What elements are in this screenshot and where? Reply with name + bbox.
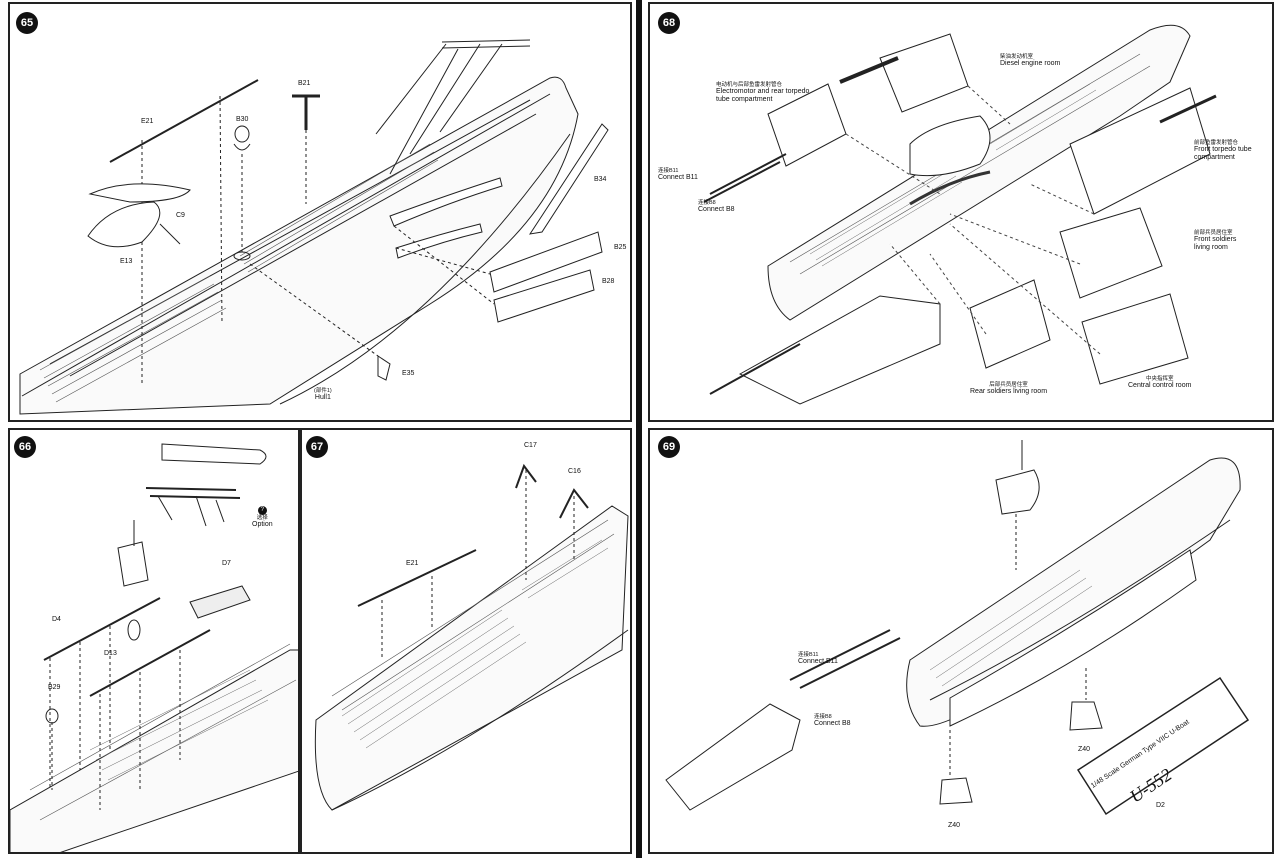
option-cn: 选择 bbox=[256, 515, 268, 521]
part-label-B25: B25 bbox=[614, 244, 627, 251]
part-label-D4: D4 bbox=[52, 616, 61, 623]
label-front-soldiers-cn: 前部兵员居住室 bbox=[1194, 230, 1233, 236]
step-65-drawing bbox=[19, 39, 609, 415]
hull-label-en: Hull1 bbox=[314, 394, 331, 402]
step-68-badge: 68 bbox=[658, 12, 680, 34]
label-central-control-cn: 中央指挥室 bbox=[1145, 376, 1174, 382]
label-central-control-en: Central control room bbox=[1128, 382, 1192, 390]
part-label-E21: E21 bbox=[141, 118, 154, 125]
step-68-drawing bbox=[703, 24, 1217, 405]
label-connect-b8-s69: 连接B8 Connect B8 bbox=[814, 714, 851, 728]
label-rear-soldiers-en: Rear soldiers living room bbox=[970, 388, 1048, 396]
part-label-Z40-lower: Z40 bbox=[948, 822, 961, 829]
label-connect-b11-s69: 连接B11 Connect B11 bbox=[798, 652, 838, 666]
label-front-torpedo-en1: Front torpedo tube bbox=[1194, 146, 1252, 154]
step-69-badge: 69 bbox=[658, 436, 680, 458]
step-65-badge: 65 bbox=[16, 12, 38, 34]
part-label-B21: B21 bbox=[298, 80, 311, 87]
label-connect-b8: 连接B8 Connect B8 bbox=[698, 200, 735, 214]
label-front-torpedo-en2: compartment bbox=[1194, 154, 1235, 162]
step-67-panel: 67 E21 C17 bbox=[300, 428, 632, 854]
label-rear-soldiers: 后部兵员居住室 Rear soldiers living room bbox=[970, 382, 1047, 396]
option-mark: ? bbox=[257, 506, 267, 515]
step-68-panel: 68 bbox=[648, 2, 1274, 422]
part-label-C17: C17 bbox=[524, 442, 537, 449]
label-electromotor-cn: 电动机与后部鱼雷发射管仓 bbox=[716, 82, 783, 88]
part-label-D2: D2 bbox=[1156, 802, 1165, 809]
hull-label: (部件1) Hull1 bbox=[314, 388, 332, 402]
step-66-badge: 66 bbox=[14, 436, 36, 458]
part-label-E35: E35 bbox=[402, 370, 415, 377]
label-front-soldiers-en1: Front soldiers bbox=[1194, 236, 1237, 244]
label-connect-b11: 连接B11 Connect B11 bbox=[658, 168, 698, 182]
label-rear-soldiers-cn: 后部兵员居住室 bbox=[989, 382, 1028, 388]
part-label-B30: B30 bbox=[236, 116, 249, 123]
step-66-drawing bbox=[10, 443, 298, 852]
label-diesel-engine-room: 柴油发动机室 Diesel engine room bbox=[1000, 54, 1060, 68]
part-label-Z40-upper: Z40 bbox=[1078, 746, 1091, 753]
part-label-B34: B34 bbox=[594, 176, 607, 183]
label-connect-b8-cn: 连接B8 bbox=[698, 200, 716, 206]
step-69-panel: 69 bbox=[648, 428, 1274, 854]
option-en: Option bbox=[252, 521, 273, 529]
part-label-B29: B29 bbox=[48, 684, 61, 691]
step-65-panel: 65 bbox=[8, 2, 632, 422]
step-67-drawing bbox=[314, 463, 629, 811]
label-electromotor-en1: Electromotor and rear torpedo bbox=[716, 88, 810, 96]
label-connect-b8-s69-en: Connect B8 bbox=[814, 720, 851, 728]
label-front-torpedo-cn: 前部鱼雷发射管仓 bbox=[1194, 140, 1239, 146]
step-69-drawing bbox=[665, 440, 1250, 816]
label-diesel-engine-room-en: Diesel engine room bbox=[1000, 60, 1061, 68]
part-label-E13: E13 bbox=[120, 258, 133, 265]
step-67-badge: 67 bbox=[306, 436, 328, 458]
label-diesel-engine-room-cn: 柴油发动机室 bbox=[1000, 54, 1034, 60]
label-connect-b11-s69-en: Connect B11 bbox=[798, 658, 838, 666]
step-66-panel: 66 bbox=[8, 428, 300, 854]
part-label-E21-s67: E21 bbox=[406, 560, 419, 567]
part-label-C16: C16 bbox=[568, 468, 581, 475]
label-central-control: 中央指挥室 Central control room bbox=[1128, 376, 1191, 390]
part-label-C9: C9 bbox=[176, 212, 185, 219]
label-electromotor-en2: tube compartment bbox=[716, 96, 773, 104]
label-electromotor: 电动机与后部鱼雷发射管仓 Electromotor and rear torpe… bbox=[716, 82, 809, 104]
part-label-D13: D13 bbox=[104, 650, 117, 657]
label-connect-b11-cn: 连接B11 bbox=[658, 168, 679, 174]
label-front-torpedo: 前部鱼雷发射管仓 Front torpedo tube compartment bbox=[1194, 140, 1252, 162]
part-label-B28: B28 bbox=[602, 278, 615, 285]
option-note: ? 选择 Option bbox=[252, 506, 273, 529]
label-connect-b11-s69-cn: 连接B11 bbox=[798, 652, 819, 658]
label-connect-b8-en: Connect B8 bbox=[698, 206, 735, 214]
label-front-soldiers: 前部兵员居住室 Front soldiers living room bbox=[1194, 230, 1236, 252]
part-label-D7: D7 bbox=[222, 560, 231, 567]
label-front-soldiers-en2: living room bbox=[1194, 244, 1228, 252]
hull-label-cn: (部件1) bbox=[314, 388, 332, 394]
sheet-divider bbox=[636, 0, 642, 858]
label-connect-b11-en: Connect B11 bbox=[658, 174, 698, 182]
label-connect-b8-s69-cn: 连接B8 bbox=[814, 714, 832, 720]
